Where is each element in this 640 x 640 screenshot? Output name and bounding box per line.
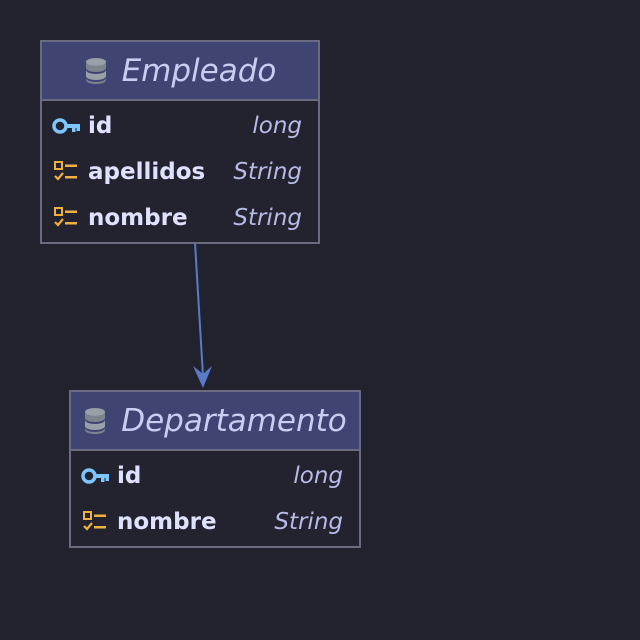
field-name: nombre xyxy=(88,205,188,231)
field-name: nombre xyxy=(117,509,217,535)
field-row[interactable]: id long xyxy=(71,453,359,499)
database-icon xyxy=(85,57,106,84)
field-list-icon xyxy=(54,161,77,181)
database-icon xyxy=(85,407,106,434)
field-name: id xyxy=(88,113,113,139)
field-type: long xyxy=(252,113,302,139)
field-name: apellidos xyxy=(88,159,206,185)
field-list-icon xyxy=(83,511,106,531)
relation-arrowhead xyxy=(193,366,212,388)
field-type: String xyxy=(233,205,302,231)
key-icon xyxy=(81,468,109,484)
field-row[interactable]: apellidos String xyxy=(42,149,318,195)
key-icon xyxy=(52,118,80,134)
entity-header: Empleado xyxy=(42,42,318,101)
entity-title: Departamento xyxy=(121,402,347,439)
field-row[interactable]: nombre String xyxy=(71,499,359,545)
entity-departamento[interactable]: Departamento id long nombre String xyxy=(69,390,361,548)
entity-header: Departamento xyxy=(71,392,359,451)
field-row[interactable]: nombre String xyxy=(42,195,318,241)
field-type: String xyxy=(274,509,343,535)
field-type: String xyxy=(233,159,302,185)
entity-title: Empleado xyxy=(121,52,277,89)
relation-empleado-departamento[interactable] xyxy=(194,242,204,377)
field-list-icon xyxy=(54,207,77,227)
field-row[interactable]: id long xyxy=(42,103,318,149)
field-name: id xyxy=(117,463,142,489)
entity-empleado[interactable]: Empleado id long apellidos String xyxy=(40,40,320,244)
field-type: long xyxy=(293,463,343,489)
